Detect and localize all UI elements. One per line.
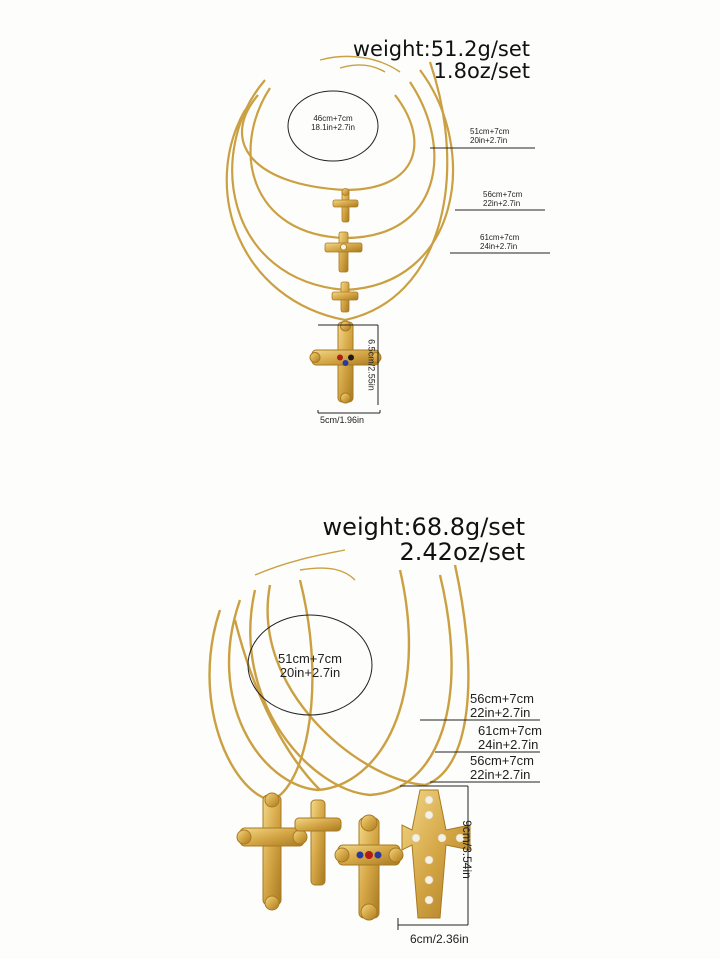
set2-length-2: 61cm+7cm 24in+2.7in bbox=[478, 723, 542, 753]
set1-length-2-in: 22in+2.7in bbox=[483, 198, 521, 208]
chain-2b bbox=[227, 569, 411, 792]
chain-2d bbox=[266, 564, 470, 787]
set1-length-1-cm: 51cm+7cm bbox=[470, 127, 510, 136]
set2-circle-cm: 51cm+7cm bbox=[278, 651, 342, 666]
set1-length-3-cm: 61cm+7cm bbox=[480, 233, 520, 242]
set1-circle-label: 46cm+7cm 18.1in+2.7in bbox=[295, 114, 371, 133]
cross-filigree-1 bbox=[331, 281, 359, 313]
set1-length-3: 61cm+7cm 24in+2.7in bbox=[480, 233, 520, 252]
set1-weight-grams: weight:51.2g/set bbox=[352, 37, 530, 61]
set2-length-3: 56cm+7cm 22in+2.7in bbox=[470, 753, 534, 783]
set2-weight: weight:68.8g/set 2.42oz/set bbox=[300, 513, 525, 567]
set2-weight-grams: weight:68.8g/set bbox=[322, 513, 525, 541]
necklace-set-1 bbox=[225, 55, 455, 322]
cross-gem-2 bbox=[334, 814, 404, 921]
set2-weight-ounces: 2.42oz/set bbox=[399, 538, 525, 567]
set1-pendant-width: 5cm/1.96in bbox=[320, 415, 365, 425]
set2-dimension-lines bbox=[247, 614, 540, 930]
set2-length-3-in: 22in+2.7in bbox=[470, 767, 531, 783]
set2-circle-label: 51cm+7cm 20in+2.7in bbox=[258, 651, 362, 681]
chain-2c bbox=[249, 574, 453, 797]
set2-length-1: 56cm+7cm 22in+2.7in bbox=[470, 691, 534, 721]
set2-circle-in: 20in+2.7in bbox=[279, 665, 341, 681]
cross-pearl-2 bbox=[401, 789, 471, 919]
set1-circle-in: 18.1in+2.7in bbox=[311, 122, 355, 132]
set2-length-1-in: 22in+2.7in bbox=[470, 705, 531, 721]
set1-weight-ounces: 1.8oz/set bbox=[433, 59, 530, 84]
cross-gem-1 bbox=[309, 320, 382, 404]
set1-length-1-in: 20in+2.7in bbox=[470, 135, 508, 145]
set2-pendant-height: 9cm/3.54in bbox=[459, 820, 474, 879]
extender-4 bbox=[299, 567, 356, 581]
extender-2 bbox=[339, 64, 386, 73]
set2-length-3-cm: 56cm+7cm bbox=[470, 753, 534, 768]
set2-length-2-in: 24in+2.7in bbox=[478, 737, 539, 753]
extender-1 bbox=[319, 55, 401, 73]
set2-length-1-cm: 56cm+7cm bbox=[470, 691, 534, 706]
cross-ornate-2 bbox=[236, 792, 308, 911]
extender-3 bbox=[254, 549, 346, 576]
set1-length-3-in: 24in+2.7in bbox=[480, 241, 518, 251]
set1-length-2-cm: 56cm+7cm bbox=[483, 190, 523, 199]
set1-weight: weight:51.2g/set 1.8oz/set bbox=[330, 38, 530, 82]
circle-marker-2 bbox=[247, 614, 373, 716]
set1-pendant-height: 6.5cm/2.55in bbox=[366, 339, 377, 391]
set1-length-1: 51cm+7cm 20in+2.7in bbox=[470, 127, 510, 146]
chain-2e bbox=[233, 619, 321, 791]
set2-length-2-cm: 61cm+7cm bbox=[478, 723, 542, 738]
set1-dimension-lines bbox=[287, 90, 550, 414]
cross-plain-2 bbox=[294, 799, 342, 886]
necklace-set-2 bbox=[208, 549, 470, 802]
chain-1a bbox=[240, 94, 416, 192]
circle-marker-1 bbox=[287, 90, 379, 162]
cross-small-1 bbox=[332, 188, 359, 223]
set1-circle-cm: 46cm+7cm bbox=[313, 114, 353, 123]
set2-pendant-width: 6cm/2.36in bbox=[410, 932, 469, 946]
chain-1d bbox=[225, 61, 449, 322]
set1-length-2: 56cm+7cm 22in+2.7in bbox=[483, 190, 523, 209]
cross-rhinestone-1 bbox=[324, 231, 363, 273]
